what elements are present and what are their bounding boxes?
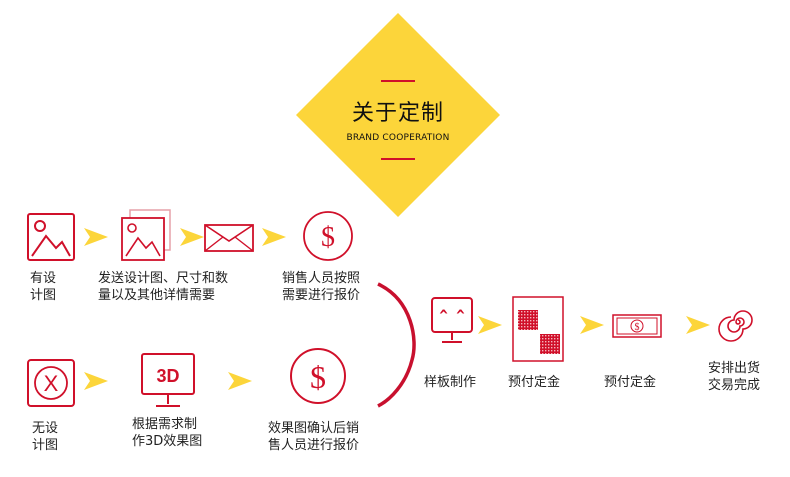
arrow-icon xyxy=(580,316,604,334)
arrow-icon xyxy=(478,316,502,334)
arrow-icon xyxy=(228,372,252,390)
step-bottom-1-label: 无设 计图 xyxy=(32,421,59,453)
header-rule-bottom xyxy=(381,158,415,160)
dollar-circle-icon: $ xyxy=(290,348,346,404)
step-final-1-label: 样板制作 xyxy=(424,375,477,390)
header-rule-top xyxy=(381,80,415,82)
header-diamond xyxy=(296,13,500,217)
images-stack-icon xyxy=(121,209,171,261)
sample-face-text: ^ ^ xyxy=(439,308,465,324)
step-bottom-3-label: 效果图确认后销 售人员进行报价 xyxy=(268,421,360,453)
dollar-circle-icon: $ xyxy=(303,211,353,261)
page-subtitle: BRAND COOPERATION xyxy=(346,133,450,143)
image-icon xyxy=(27,213,75,261)
step-final-3-label: 预付定金 xyxy=(604,375,657,390)
sample-face-icon: ^ ^ xyxy=(431,297,473,343)
x-badge-icon: X xyxy=(27,359,75,407)
envelope-icon xyxy=(204,224,254,252)
monitor-3d-icon: 3D xyxy=(141,353,195,407)
svg-text:$: $ xyxy=(310,359,326,395)
arrow-icon xyxy=(262,228,286,246)
arrow-icon xyxy=(180,228,204,246)
arrow-icon xyxy=(686,316,710,334)
step-top-2-label: 发送设计图、尺寸和数 量以及其他详情需要 xyxy=(98,271,229,303)
step-top-4-label: 销售人员按照 需要进行报价 xyxy=(282,271,361,303)
svg-text:$: $ xyxy=(321,222,335,253)
step-final-4-label: 安排出货 交易完成 xyxy=(708,361,761,393)
svg-text:$: $ xyxy=(635,322,640,333)
step-final-2-label: 预付定金 xyxy=(508,375,561,390)
step-top-1-label: 有设 计图 xyxy=(30,271,57,303)
merge-bracket xyxy=(377,282,416,408)
svg-text:X: X xyxy=(44,371,59,396)
arrow-icon xyxy=(84,228,108,246)
page-title: 关于定制 xyxy=(351,101,444,126)
arrow-icon xyxy=(84,372,108,390)
fabric-swatch-icon xyxy=(512,296,564,362)
monitor-3d-text: 3D xyxy=(156,366,179,386)
spiral-icon xyxy=(718,310,753,342)
step-bottom-2-label: 根据需求制 作3D效果图 xyxy=(132,417,203,449)
banknote-icon: $ xyxy=(612,314,662,338)
